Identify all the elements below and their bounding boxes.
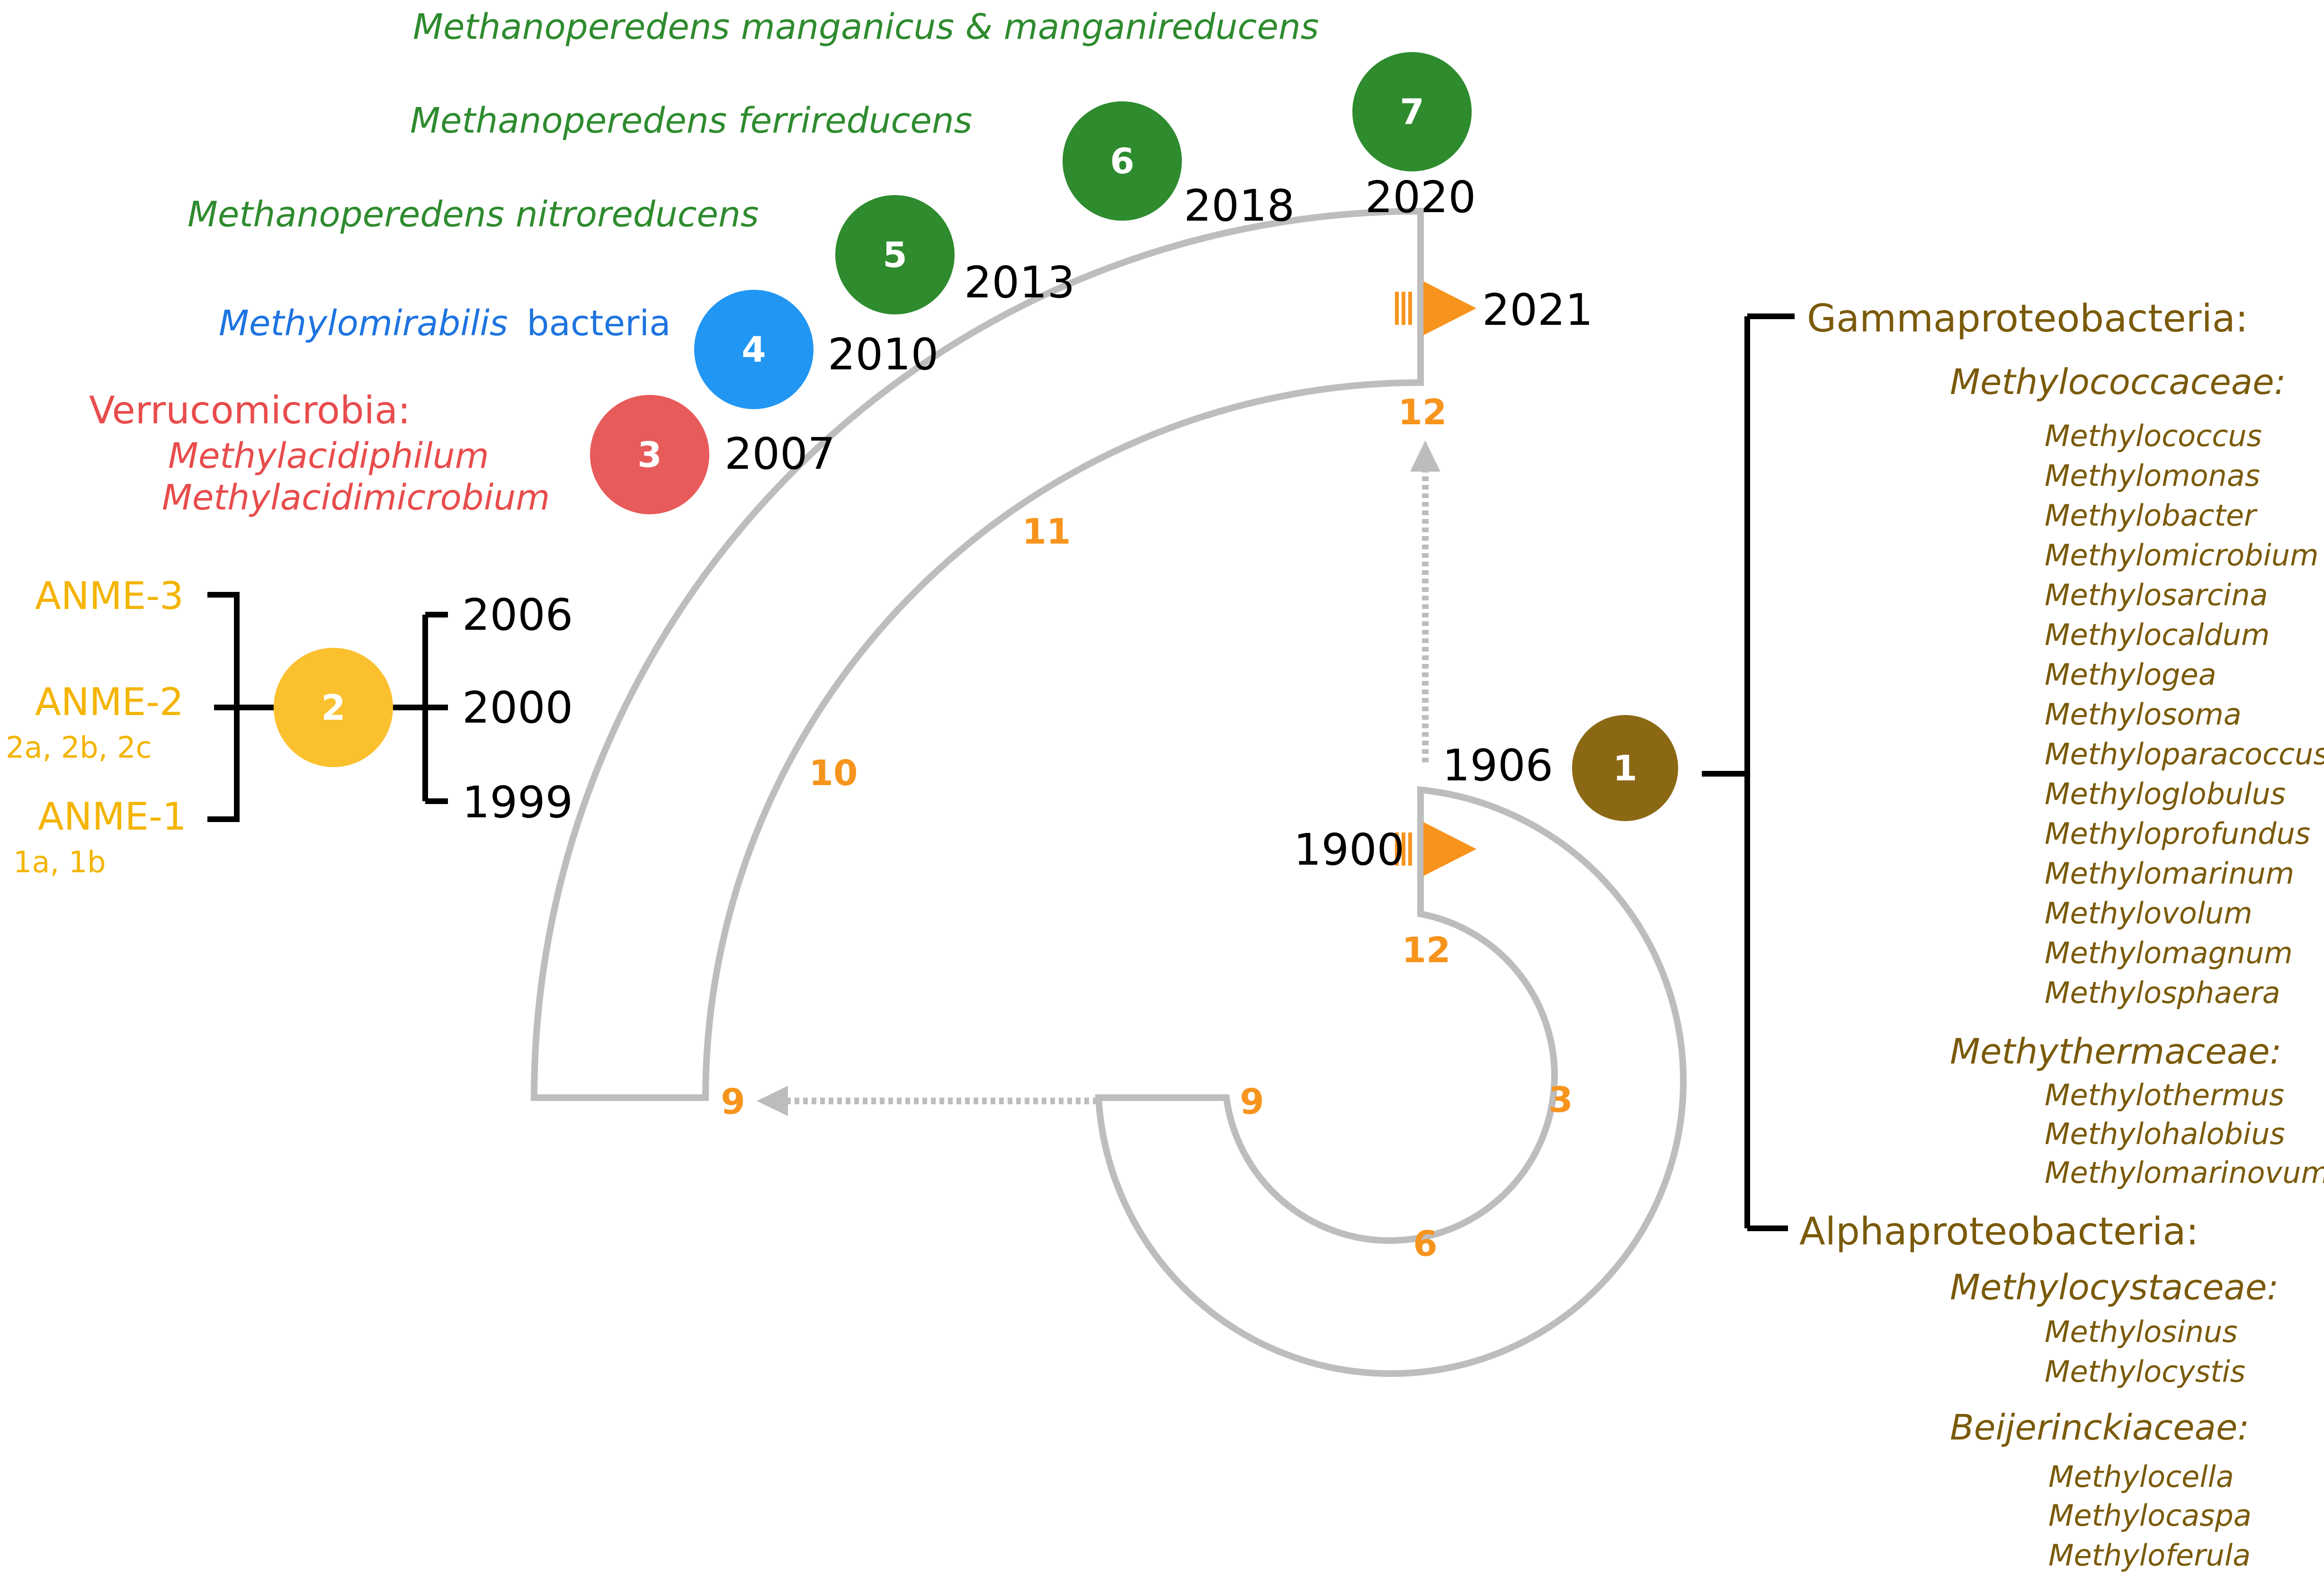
clock-number-inner-12: 12: [1402, 930, 1451, 971]
anme-3-label: ANME-3: [35, 574, 184, 618]
milestone-4-circle: [694, 290, 813, 409]
milestone-7-number: 7: [1400, 92, 1424, 133]
genus-methyloparacoccus: Methyloparacoccus: [2045, 737, 2324, 771]
genus-methyloprofundus: Methyloprofundus: [2045, 816, 2310, 851]
genus-methylococcus: Methylococcus: [2045, 419, 2262, 453]
genus-methylocaspa: Methylocaspa: [2048, 1498, 2252, 1533]
beijerinckiaceae-heading: Beijerinckiaceae:: [1950, 1407, 2249, 1448]
genus-methylocella: Methylocella: [2048, 1459, 2234, 1494]
milestone-1-circle: [1572, 715, 1678, 821]
anme-2-subtypes: 2a, 2b, 2c: [6, 730, 152, 765]
genus-methylosoma: Methylosoma: [2045, 697, 2242, 732]
verrucomicrobia-genus-1: Methylacidiphilum: [168, 436, 489, 476]
beijerinckiaceae-genus-list: Methylocella Methylocaspa Methyloferula: [2048, 1459, 2252, 1573]
verrucomicrobia-genus-2: Methylacidimicrobium: [162, 477, 550, 518]
milestone-5-circle: [835, 195, 955, 314]
milestone-2-year-2006: 2006: [462, 590, 573, 640]
milestone-3-number: 3: [637, 435, 662, 475]
milestone-6-year: 2018: [1184, 180, 1295, 231]
genus-methylocystis: Methylocystis: [2045, 1354, 2245, 1389]
milestone-1-number: 1: [1613, 748, 1637, 789]
inner-spiral-track: [1095, 786, 1687, 1377]
genus-methyloferula: Methyloferula: [2048, 1538, 2251, 1573]
end-direction-arrow: [1395, 281, 1476, 335]
genus-methylomarinum: Methylomarinum: [2045, 856, 2294, 891]
milestone-1-year: 1906: [1442, 740, 1553, 791]
methylococcaceae-genus-list: Methylococcus Methylomonas Methylobacter…: [2045, 419, 2324, 1010]
milestone-2-year-bracket: [393, 612, 448, 804]
milestone-7-circle: [1352, 52, 1472, 171]
milestone-6-circle: [1063, 101, 1182, 221]
milestone-5-year: 2013: [964, 257, 1075, 308]
clock-number-inner-6: 6: [1413, 1224, 1438, 1264]
methanoperedens-nitroreducens: Methanoperedens nitroreducens: [188, 194, 759, 235]
milestone-5-number: 5: [883, 235, 907, 276]
clock-number-inner-9: 9: [1240, 1082, 1264, 1122]
gammaproteobacteria-heading: Gammaproteobacteria:: [1807, 296, 2248, 340]
milestone-3-circle: [590, 395, 709, 514]
milestone-2-circle: [274, 648, 393, 767]
outer-spiral-track: [530, 207, 1424, 1101]
dotted-arrowhead-up: [1410, 440, 1440, 472]
milestone-4-number: 4: [742, 330, 766, 370]
anme-2-label: ANME-2: [35, 680, 184, 724]
milestone-7-year: 2020: [1365, 172, 1476, 223]
methythermaceae-genus-list: Methylothermus Methylohalobius Methyloma…: [2045, 1078, 2324, 1190]
genus-methylomarinovum: Methylomarinovum: [2045, 1155, 2324, 1190]
genus-methylomonas: Methylomonas: [2045, 458, 2260, 493]
milestone-2-year-1999: 1999: [462, 777, 573, 828]
genus-methylosphaera: Methylosphaera: [2045, 975, 2280, 1010]
alphaproteobacteria-heading: Alphaproteobacteria:: [1799, 1209, 2199, 1253]
methylomirabilis-genus: Methylomirabilis: [219, 303, 508, 344]
methylocystaceae-genus-list: Methylosinus Methylocystis: [2045, 1315, 2245, 1389]
milestone-4-year: 2010: [828, 329, 939, 380]
methylococcaceae-heading: Methylococcaceae:: [1950, 362, 2286, 402]
genus-methylothermus: Methylothermus: [2045, 1078, 2284, 1112]
genus-methyloglobulus: Methyloglobulus: [2045, 777, 2286, 811]
clock-number-outer-10: 10: [809, 753, 858, 794]
genus-methylosinus: Methylosinus: [2045, 1315, 2238, 1349]
clock-number-inner-3: 3: [1548, 1080, 1573, 1120]
clock-number-outer-12: 12: [1398, 392, 1447, 433]
genus-methylosarcina: Methylosarcina: [2045, 578, 2268, 612]
timeline-start-year: 1900: [1294, 824, 1404, 875]
genus-methylomagnum: Methylomagnum: [2045, 936, 2293, 970]
anme-bracket: [207, 592, 274, 822]
methylocystaceae-heading: Methylocystaceae:: [1950, 1267, 2279, 1308]
milestone-3-year: 2007: [724, 429, 835, 479]
genus-methylomicrobium: Methylomicrobium: [2045, 538, 2319, 572]
clock-number-outer-11: 11: [1022, 511, 1071, 552]
genus-methylohalobius: Methylohalobius: [2045, 1117, 2285, 1151]
genus-methylogea: Methylogea: [2045, 657, 2217, 692]
anme-1-label: ANME-1: [38, 795, 187, 839]
clock-number-outer-9: 9: [721, 1082, 745, 1122]
timeline-end-year: 2021: [1482, 285, 1593, 335]
genus-methylobacter: Methylobacter: [2045, 498, 2258, 533]
genus-methylovolum: Methylovolum: [2045, 896, 2252, 930]
milestone-2-year-2000: 2000: [462, 682, 573, 733]
methylomirabilis-label: Methylomirabilis bacteria: [219, 303, 670, 344]
methanoperedens-manganicus: Methanoperedens manganicus & manganiredu…: [413, 7, 1319, 47]
verrucomicrobia-heading: Verrucomicrobia:: [89, 388, 411, 432]
proteobacteria-tree: [1702, 313, 1795, 1231]
methythermaceae-heading: Methythermaceae:: [1950, 1031, 2281, 1072]
milestone-6-number: 6: [1110, 141, 1135, 182]
anme-1-subtypes: 1a, 1b: [13, 845, 106, 879]
milestone-2-number: 2: [321, 688, 346, 728]
methylomirabilis-suffix: bacteria: [527, 303, 671, 344]
start-direction-arrow: [1395, 822, 1476, 876]
methanoperedens-ferrireducens: Methanoperedens ferrireducens: [410, 100, 972, 141]
genus-methylocaldum: Methylocaldum: [2045, 617, 2270, 652]
dotted-arrowhead-left: [757, 1086, 788, 1116]
